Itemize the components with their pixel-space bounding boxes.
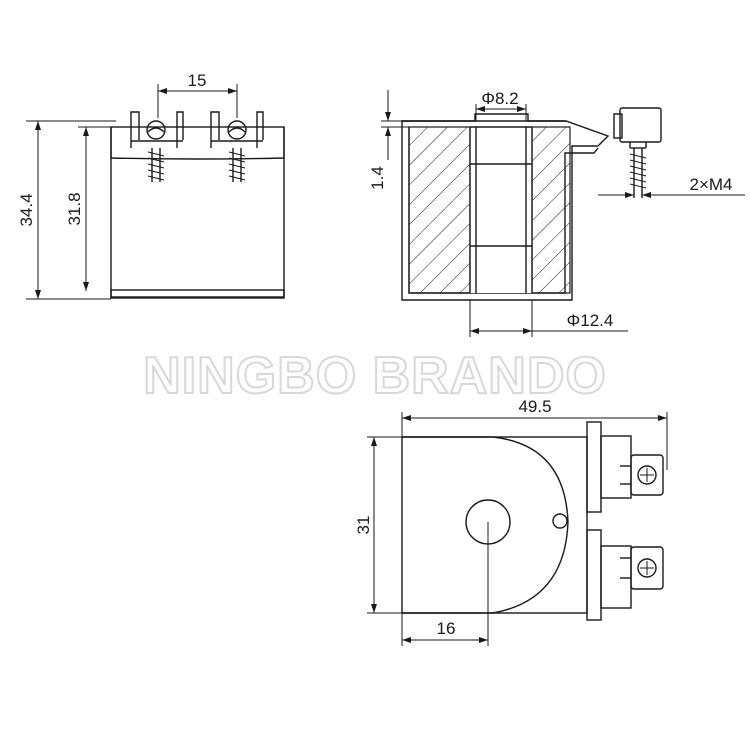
dim-bore-diameter: Φ8.2 bbox=[481, 89, 518, 108]
terminal-block-bottom bbox=[586, 529, 664, 621]
dim-outer-diameter: Φ12.4 bbox=[567, 311, 614, 330]
front-view: 15 34.4 31.8 bbox=[17, 71, 285, 300]
dim-flange-thickness: 1.4 bbox=[368, 166, 387, 190]
dim-center-offset: 16 bbox=[437, 619, 456, 638]
connector-section bbox=[613, 107, 662, 198]
dim-body-height: 31.8 bbox=[65, 192, 84, 225]
dim-overall-height: 34.4 bbox=[17, 193, 36, 226]
section-frame bbox=[401, 120, 610, 301]
dim-thread: 2×M4 bbox=[690, 175, 733, 194]
winding-left-section bbox=[408, 126, 471, 294]
terminal-block-top bbox=[586, 421, 664, 513]
section-view: Φ8.2 1.4 2×M4 Φ12.4 bbox=[368, 89, 745, 337]
terminal-right-front bbox=[210, 111, 264, 182]
top-view: 49.5 31 16 bbox=[354, 397, 668, 646]
base-plate-front bbox=[110, 289, 285, 299]
d-shape-outline bbox=[402, 436, 569, 614]
watermark: NINGBO BRANDO bbox=[143, 347, 607, 405]
dim-overall-length: 49.5 bbox=[518, 397, 551, 416]
bore-tube bbox=[469, 126, 533, 293]
dim-pin-spacing: 15 bbox=[188, 71, 207, 90]
coil-body-front bbox=[110, 126, 285, 298]
winding-right-section bbox=[531, 126, 571, 294]
coil-body-top bbox=[401, 436, 588, 614]
terminal-left-front bbox=[130, 111, 184, 182]
coil-top-band bbox=[110, 127, 285, 160]
dim-width: 31 bbox=[354, 516, 373, 535]
